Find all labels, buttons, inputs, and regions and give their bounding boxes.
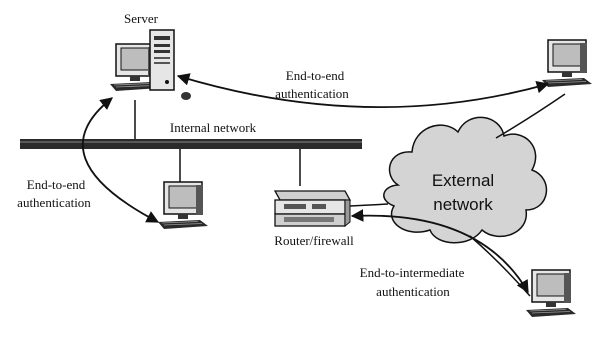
e2e-right-label-line1: End-to-end [285, 68, 345, 83]
internal-pc-icon [157, 181, 209, 230]
e2e-right-label-line2: authentication [275, 86, 349, 101]
e2e-left-label-line1: End-to-end [26, 177, 86, 192]
e2i-arrow [350, 209, 529, 294]
router-cloud-link [349, 203, 389, 207]
e2i-label-line1: End-to-intermediate [359, 265, 465, 280]
internal-network-bus [20, 139, 362, 149]
external-network-label-line1: External [431, 171, 495, 190]
cloud-pc-top-link [495, 93, 566, 139]
server-label: Server [124, 11, 158, 26]
external-network-label-line2: network [433, 195, 493, 214]
router-label: Router/firewall [274, 233, 354, 248]
external-pc-bottom-icon [525, 269, 577, 318]
external-pc-top-icon [541, 39, 593, 88]
server-icon [109, 29, 191, 100]
e2i-label-line2: authentication [376, 284, 450, 299]
router-firewall-icon [273, 190, 352, 228]
e2e-left-label-line2: authentication [17, 195, 91, 210]
e2e-arrow-server-external [176, 73, 550, 109]
internal-network-label: Internal network [169, 120, 257, 135]
e2e-arrow-server-internal [81, 97, 160, 223]
